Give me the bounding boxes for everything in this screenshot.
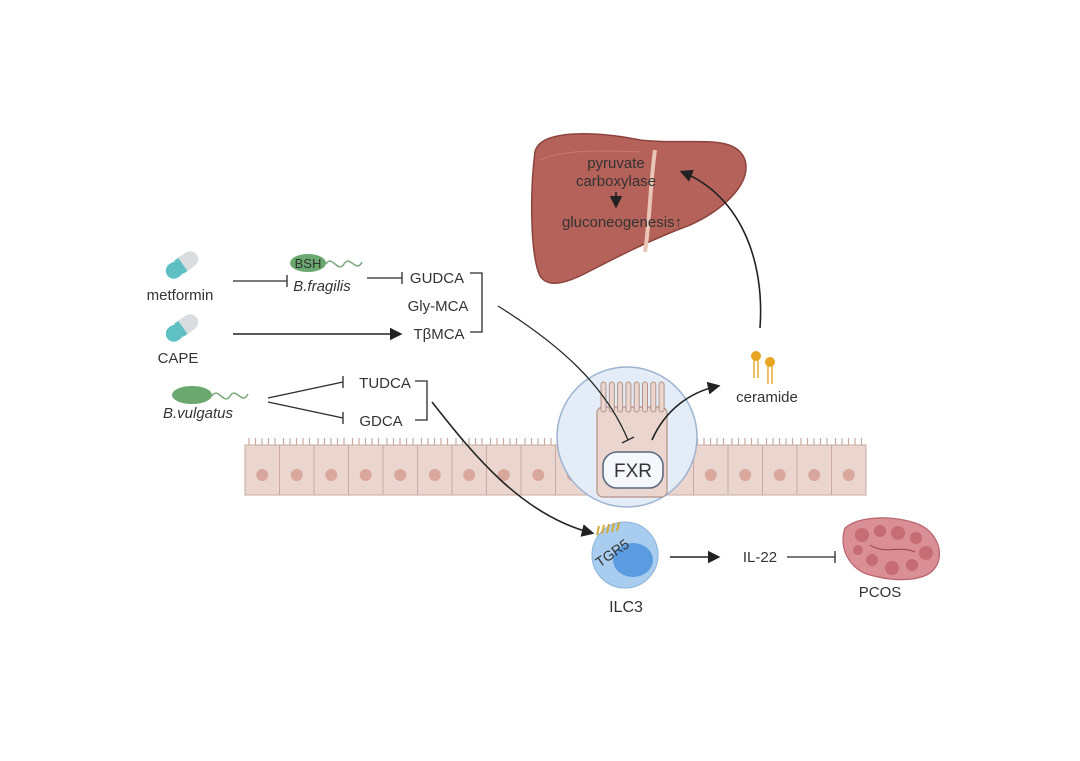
cell-nucleus: [428, 469, 441, 481]
gdca-label: GDCA: [359, 413, 402, 430]
bsh-label: BSH: [295, 256, 322, 271]
metformin-label: metformin: [147, 287, 214, 304]
intestinal-epithelium: [244, 438, 867, 496]
cell-nucleus: [497, 469, 510, 481]
cell-nucleus: [773, 469, 786, 481]
ceramide-to-liver-arrow: [679, 169, 762, 329]
ceramide-label: ceramide: [736, 389, 798, 406]
ceramide-icon: [751, 351, 775, 384]
enterocyte-microvillus: [633, 381, 640, 413]
enterocyte-microvillus: [625, 381, 632, 413]
enterocyte-microvillus: [608, 381, 615, 413]
cell-nucleus: [842, 469, 855, 481]
enterocyte-microvillus: [658, 381, 665, 413]
fxr-ligands-bracket: [470, 272, 483, 333]
cell-nucleus: [532, 469, 545, 481]
tbmca-label: TβMCA: [413, 326, 464, 343]
pyruvate-label: pyruvate: [587, 155, 645, 172]
bile-acids-to-tgr5-arrow: [431, 401, 595, 537]
tgr5-ligands-bracket: [415, 380, 428, 421]
cell-nucleus: [704, 469, 717, 481]
fxr-receptor: [602, 451, 664, 489]
cell-nucleus: [290, 469, 303, 481]
fxr-label: FXR: [614, 461, 652, 482]
pcos-label: PCOS: [859, 584, 902, 601]
gudca-label: GUDCA: [410, 270, 464, 287]
cell-nucleus: [808, 469, 821, 481]
b-fragilis-label: B.fragilis: [293, 278, 351, 295]
cape-label: CAPE: [158, 350, 199, 367]
enterocyte-microvillus: [650, 381, 657, 413]
bvulgatus-inhibits-tudca: [267, 381, 344, 399]
cell-nucleus: [394, 469, 407, 481]
tgr5-receptor-icon: [596, 521, 620, 536]
b-vulgatus-bacterium-icon: [172, 386, 249, 404]
ilc3-cell: [591, 521, 659, 589]
ovary-icon: [842, 517, 940, 581]
metformin-capsule-icon: [165, 251, 199, 279]
cell-nucleus: [325, 469, 338, 481]
bvulgatus-inhibits-gdca: [267, 401, 344, 419]
cell-nucleus: [359, 469, 372, 481]
b-fragilis-bacterium-icon: [290, 254, 363, 272]
gluconeogenesis-label: gluconeogenesis↑: [562, 214, 682, 231]
fxr-to-ceramide-arrow: [651, 381, 721, 441]
enterocyte-microvillus: [642, 381, 648, 413]
cell-nucleus: [739, 469, 752, 481]
cell-nucleus: [256, 469, 269, 481]
bile-acids-inhibit-fxr: [497, 305, 629, 441]
b-vulgatus-label: B.vulgatus: [163, 405, 234, 422]
epithelial-cell: [693, 444, 729, 496]
ilc3-label: ILC3: [609, 599, 643, 616]
enterocyte-microvillus: [617, 381, 624, 413]
tudca-label: TUDCA: [359, 375, 411, 392]
cell-nucleus: [463, 469, 476, 481]
il22-label: IL-22: [743, 549, 777, 566]
carboxylase-label: carboxylase: [576, 173, 656, 190]
gly-mca-label: Gly-MCA: [408, 298, 469, 315]
cape-capsule-icon: [165, 314, 199, 342]
